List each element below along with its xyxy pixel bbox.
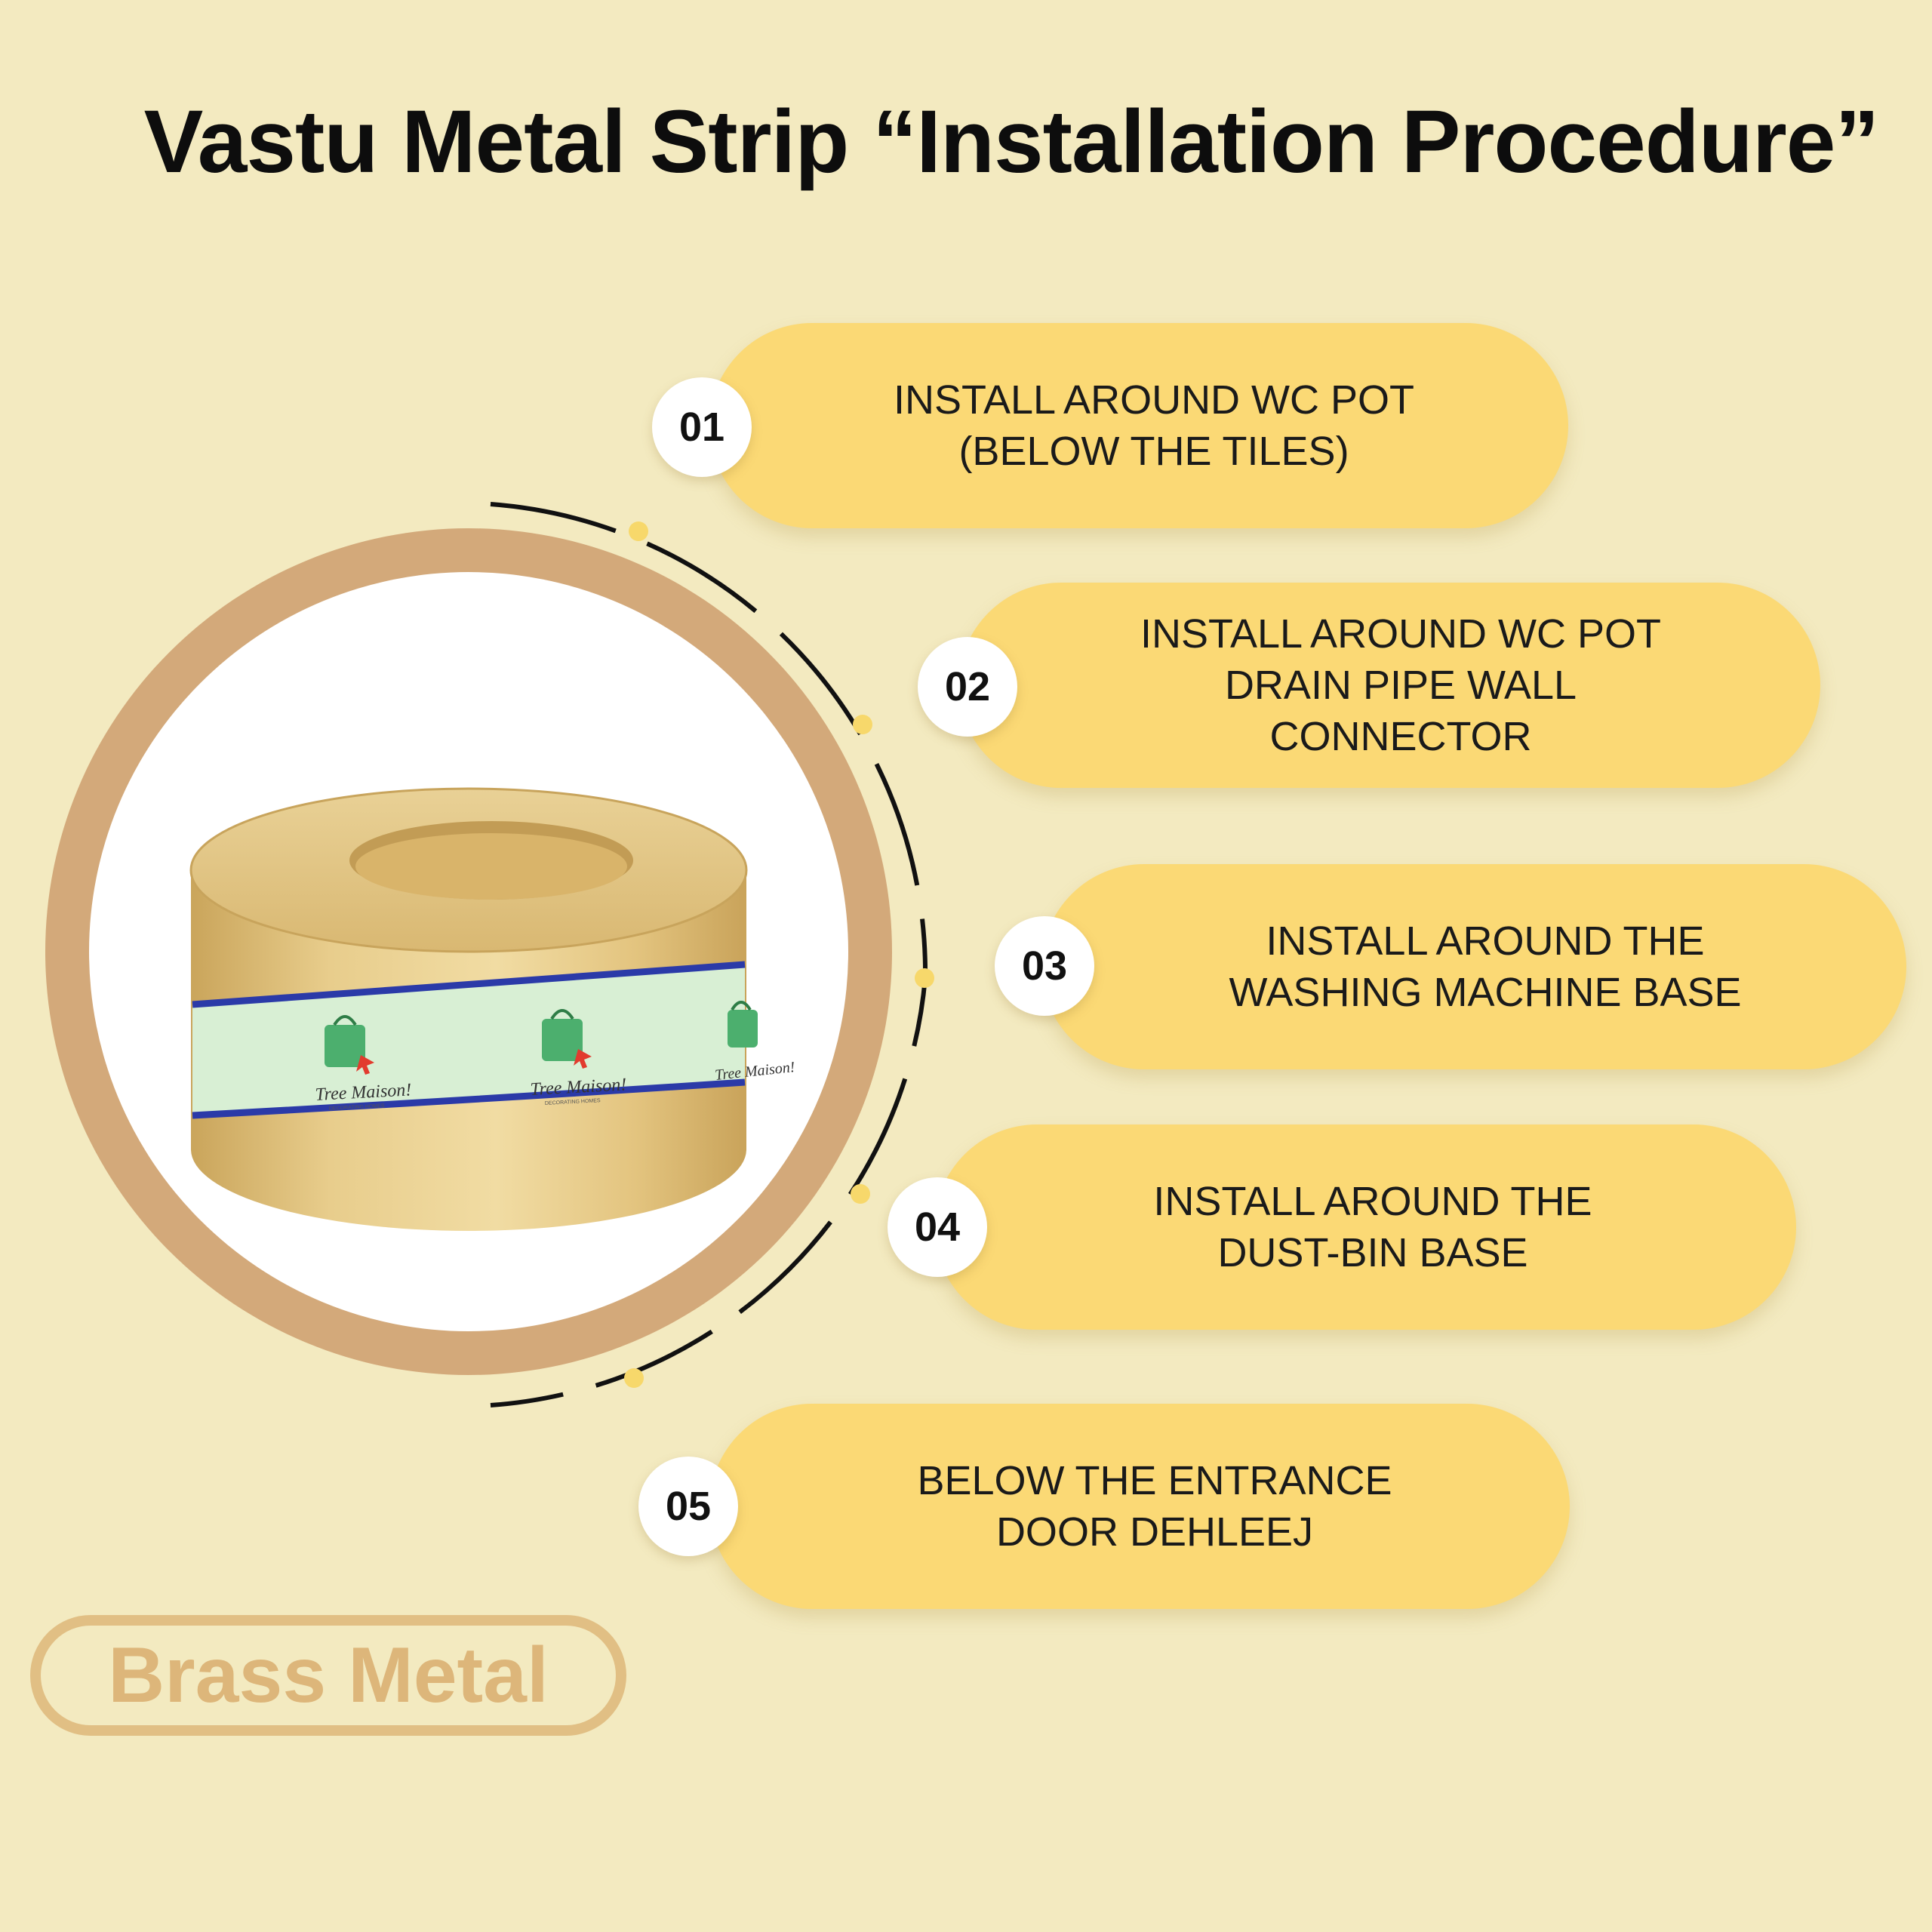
step-number-1: 01 bbox=[652, 377, 752, 477]
bag-logo-icon bbox=[542, 1009, 592, 1069]
label-tagline-1: DECORATING HOMES bbox=[329, 1103, 385, 1112]
bag-logo-icon bbox=[728, 1001, 758, 1048]
step-pill-1: INSTALL AROUND WC POT (BELOW THE TILES) bbox=[709, 323, 1568, 528]
product-image-frame: Tree Maison! Tree Maison! Tree Maison! D… bbox=[45, 528, 892, 1375]
step-pill-3: INSTALL AROUND THE WASHING MACHINE BASE bbox=[1041, 864, 1906, 1069]
step-text-1: INSTALL AROUND WC POT (BELOW THE TILES) bbox=[893, 377, 1415, 474]
timeline-dot bbox=[853, 715, 872, 734]
timeline-dot bbox=[624, 1368, 644, 1388]
brass-metal-badge: Brass Metal bbox=[30, 1615, 626, 1736]
step-number-4: 04 bbox=[888, 1177, 987, 1277]
timeline-dot bbox=[915, 968, 934, 988]
step-number-5: 05 bbox=[638, 1457, 738, 1556]
brass-strip-roll-illustration: Tree Maison! Tree Maison! Tree Maison! D… bbox=[189, 787, 795, 1231]
step-number-3: 03 bbox=[995, 916, 1094, 1016]
brass-metal-text: Brass Metal bbox=[108, 1631, 549, 1719]
step-pill-2: INSTALL AROUND WC POT DRAIN PIPE WALL CO… bbox=[958, 583, 1820, 788]
step-pill-4: INSTALL AROUND THE DUST-BIN BASE bbox=[934, 1124, 1796, 1330]
bag-logo-icon bbox=[325, 1015, 374, 1075]
page-title: Vastu Metal Strip “Installation Procedur… bbox=[143, 92, 1880, 192]
step-text-3: INSTALL AROUND THE WASHING MACHINE BASE bbox=[1229, 918, 1742, 1015]
step-number-2: 02 bbox=[918, 637, 1017, 737]
product-image: Tree Maison! Tree Maison! Tree Maison! D… bbox=[89, 572, 848, 1331]
step-text-2: INSTALL AROUND WC POT DRAIN PIPE WALL CO… bbox=[1140, 611, 1662, 759]
timeline-dot bbox=[851, 1184, 870, 1204]
timeline-dot bbox=[629, 521, 648, 541]
step-text-4: INSTALL AROUND THE DUST-BIN BASE bbox=[1153, 1179, 1592, 1275]
step-text-5: BELOW THE ENTRANCE DOOR DEHLEEJ bbox=[917, 1458, 1392, 1555]
step-pill-5: BELOW THE ENTRANCE DOOR DEHLEEJ bbox=[709, 1404, 1570, 1609]
label-tagline-2: DECORATING HOMES bbox=[545, 1098, 601, 1106]
